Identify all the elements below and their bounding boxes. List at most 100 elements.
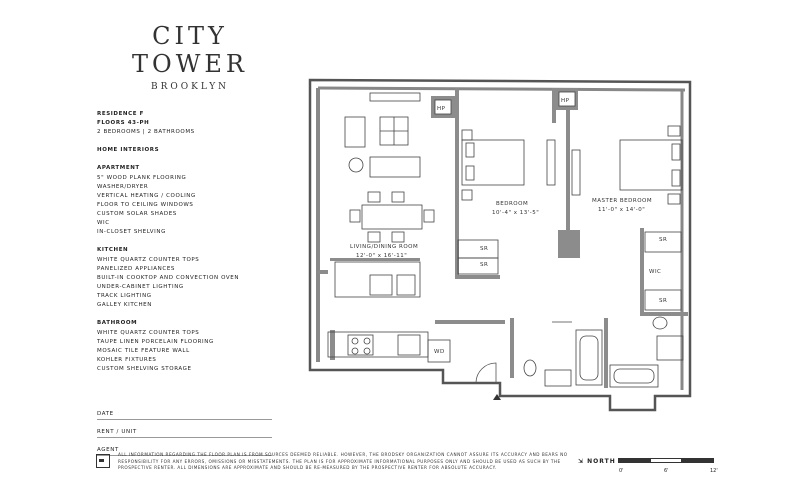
residence-info: RESIDENCE F FLOORS 43-PH 2 BEDROOMS | 2 … — [97, 110, 287, 374]
closet — [644, 289, 682, 311]
date-field[interactable]: DATE — [97, 402, 272, 420]
hp-box-inner — [434, 99, 452, 115]
wall-segment — [640, 228, 644, 313]
wall-segment — [604, 318, 608, 388]
feature-item: TRACK LIGHTING — [97, 293, 152, 299]
vanity — [656, 335, 684, 361]
entry-marker-icon — [493, 394, 501, 400]
residence-name: RESIDENCE F — [97, 111, 144, 117]
nightstand — [461, 189, 473, 201]
scale-label: 0' — [619, 468, 624, 474]
wall-segment — [435, 320, 505, 324]
logo-line-2: TOWER — [132, 50, 248, 78]
kitchen-counter — [327, 331, 429, 358]
wall-segment — [455, 88, 459, 278]
scale-segment — [682, 458, 714, 463]
sofa-long — [369, 156, 421, 178]
dresser — [546, 139, 556, 186]
home-interiors-heading: HOME INTERIORS — [97, 147, 160, 153]
rent-unit-field[interactable]: RENT / UNIT — [97, 420, 272, 438]
logo-line-3: BROOKLYN — [150, 82, 230, 92]
logo: CITY TOWER BROOKLYN — [120, 22, 260, 92]
toilet — [652, 316, 668, 330]
section-heading: KITCHEN — [97, 247, 129, 253]
hp-label: HP — [561, 98, 570, 104]
wd-label: WD — [434, 349, 445, 355]
feature-item: WHITE QUARTZ COUNTER TOPS — [97, 330, 200, 336]
oven — [397, 334, 421, 356]
wall-segment — [455, 275, 500, 279]
chair — [367, 231, 381, 243]
hp-box-inner — [558, 91, 576, 107]
wall-segment — [330, 330, 335, 360]
logo-line-1: CITY — [152, 22, 228, 50]
entry-door — [475, 362, 497, 384]
window-wall — [317, 86, 686, 92]
bed — [461, 139, 525, 186]
wall-segment — [558, 230, 580, 258]
hp-label: HP — [437, 106, 446, 112]
wall-segment — [640, 312, 688, 316]
wall-segment — [318, 270, 328, 274]
bed — [619, 139, 683, 191]
living-room-dims: 12'-0" x 16'-11" — [356, 253, 407, 259]
feature-item: IN-CLOSET SHELVING — [97, 229, 166, 235]
feature-item: TAUPE LINEN PORCELAIN FLOORING — [97, 339, 214, 345]
scale-label: 12' — [710, 468, 718, 474]
chair — [391, 231, 405, 243]
wall-segment — [566, 88, 570, 248]
feature-item: BUILT-IN COOKTOP AND CONVECTION OVEN — [97, 275, 240, 281]
bedroom-label: BEDROOM — [496, 201, 528, 207]
closet — [644, 231, 682, 253]
sofa — [344, 116, 366, 148]
feature-item: WASHER/DRYER — [97, 184, 149, 190]
bedroom-dims: 10'-4" x 13'-5" — [492, 210, 539, 216]
shelf — [369, 92, 421, 102]
cooktop — [347, 334, 374, 356]
wall-segment — [330, 258, 420, 261]
north-text: NORTH — [587, 458, 616, 465]
side-table — [348, 157, 364, 173]
feature-item: CUSTOM SHELVING STORAGE — [97, 366, 192, 372]
master-bedroom-dims: 11'-0" x 14'-0" — [598, 207, 645, 213]
feature-section: BATHROOM WHITE QUARTZ COUNTER TOPS TAUPE L… — [97, 319, 287, 374]
feature-item: GALLEY KITCHEN — [97, 302, 152, 308]
outer-wall — [308, 78, 692, 412]
scale-segment — [618, 458, 650, 463]
north-label: ⇲ NORTH — [578, 458, 616, 465]
wall-segment — [552, 88, 556, 123]
section-heading: BATHROOM — [97, 320, 138, 326]
feature-item: PANELIZED APPLIANCES — [97, 266, 175, 272]
chair — [367, 191, 381, 203]
living-room-label: LIVING/DINING ROOM — [350, 244, 418, 250]
toilet — [523, 359, 537, 377]
chair — [423, 209, 435, 223]
equal-housing-icon — [96, 454, 110, 468]
wall-segment — [510, 318, 514, 378]
closet — [457, 257, 499, 275]
nightstand — [667, 193, 681, 205]
nightstand — [461, 129, 473, 141]
scale-label: 6' — [664, 468, 669, 474]
sr-label: SR — [659, 237, 667, 243]
agent-field[interactable]: AGENT — [97, 438, 272, 456]
sr-label: SR — [659, 298, 667, 304]
feature-item: 5" WOOD PLANK FLOORING — [97, 175, 187, 181]
closet — [457, 239, 499, 259]
chair — [349, 209, 361, 223]
wd-box — [427, 339, 451, 363]
feature-item: VERTICAL HEATING / COOLING — [97, 193, 196, 199]
scale-segment — [650, 458, 682, 463]
form-fields: DATE RENT / UNIT AGENT — [97, 402, 272, 456]
feature-item: UNDER-CABINET LIGHTING — [97, 284, 184, 290]
sink — [369, 274, 393, 296]
tub — [575, 329, 603, 386]
residence-floors: FLOORS 43-PH — [97, 120, 150, 126]
sr-label: SR — [480, 262, 488, 268]
nightstand — [667, 125, 681, 137]
kitchen-island — [334, 261, 421, 298]
feature-item: FLOOR TO CEILING WINDOWS — [97, 202, 194, 208]
sr-label: SR — [480, 246, 488, 252]
